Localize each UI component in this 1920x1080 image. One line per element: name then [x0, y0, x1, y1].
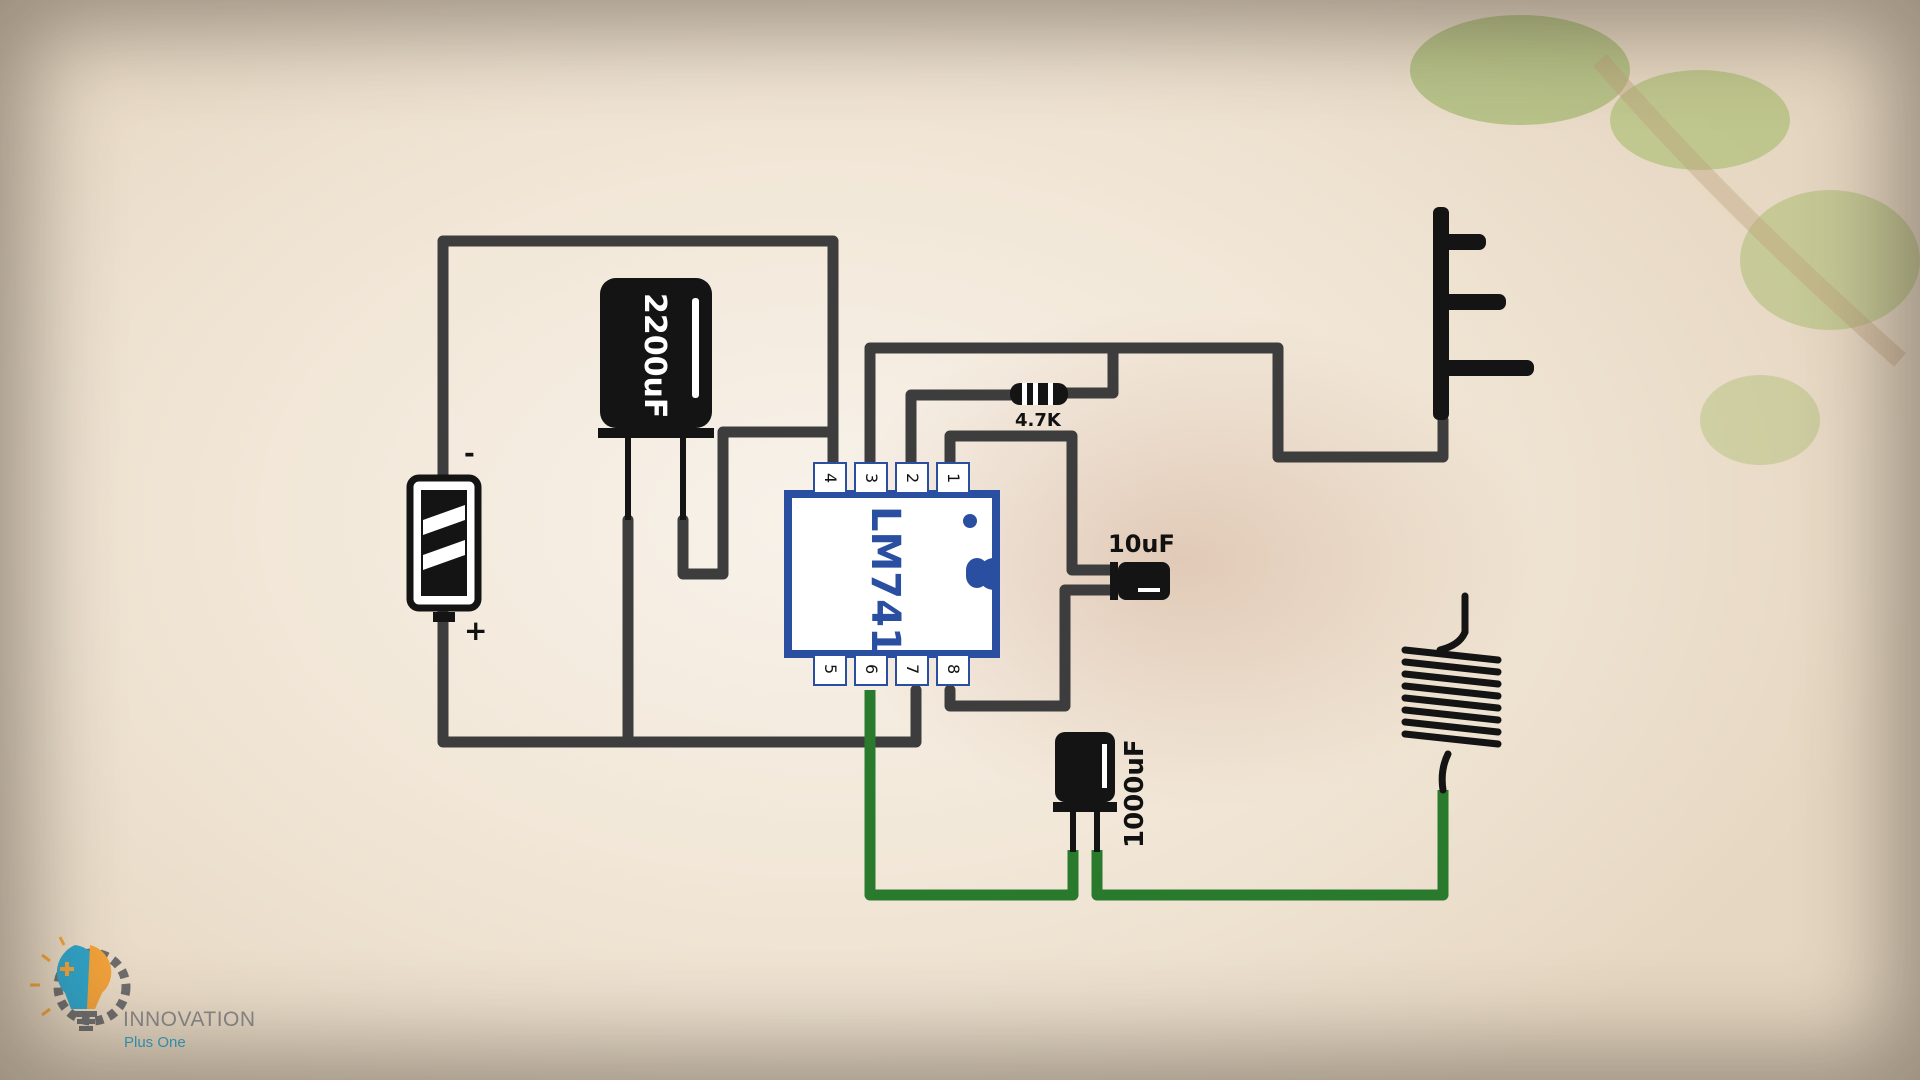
ic-pin-1: 1	[936, 462, 970, 494]
wires	[437, 235, 1449, 748]
leaf-decoration	[1410, 15, 1920, 465]
wire-cap-coil	[1091, 790, 1449, 901]
capacitor-1000uf-label: 1000uF	[1120, 739, 1150, 848]
lightbulb-gear-icon	[30, 936, 131, 1031]
wire-pin8-cap	[944, 584, 1116, 712]
ic-pin-4: 4	[813, 462, 847, 494]
ic-pin-2: 2	[895, 462, 929, 494]
battery-plus-label: +	[464, 614, 487, 647]
ic-lm741: LM741	[784, 490, 1000, 658]
output-wires	[864, 690, 1449, 901]
resistor-4-7k: 4.7K	[1010, 383, 1068, 431]
capacitor-1000uf: 1000uF	[1053, 732, 1150, 852]
wire-pin2-resistor	[905, 389, 1016, 476]
ic-pin-3: 3	[854, 462, 888, 494]
battery: - +	[406, 439, 487, 647]
capacitor-2200uf-label: 2200uF	[637, 293, 672, 418]
wire-top-loop	[437, 235, 839, 486]
wire-pin1-cap	[944, 430, 1116, 576]
capacitor-2200uf: 2200uF	[598, 278, 714, 520]
battery-minus-label: -	[464, 439, 475, 469]
wire-pin3-feedback	[864, 342, 1449, 476]
logo-title: INNOVATION	[123, 1008, 256, 1031]
svg-text:4: 4	[821, 473, 840, 483]
svg-text:8: 8	[944, 664, 963, 674]
wire-pin6-output	[864, 690, 1079, 901]
resistor-label: 4.7K	[1015, 410, 1062, 431]
svg-text:3: 3	[862, 473, 881, 483]
probe-antenna	[1433, 207, 1534, 420]
inductor-coil	[1401, 592, 1502, 794]
logo-subtitle: Plus One	[124, 1034, 186, 1051]
ic-pin-7: 7	[895, 654, 929, 686]
svg-text:5: 5	[821, 664, 840, 674]
ic-pin-6: 6	[854, 654, 888, 686]
wire-cap-minus	[677, 426, 839, 580]
svg-text:2: 2	[903, 473, 922, 483]
brand-logo	[30, 936, 131, 1031]
ic-pins: 4 3 2 1 5 6 7 8	[813, 462, 970, 686]
capacitor-10uf: 10uF	[1108, 530, 1175, 600]
wire-resistor-node	[1059, 342, 1119, 399]
svg-text:7: 7	[903, 664, 922, 674]
ic-pin-8: 8	[936, 654, 970, 686]
ic-label: LM741	[862, 506, 908, 655]
capacitor-10uf-label: 10uF	[1108, 530, 1175, 558]
wire-bottom-return	[437, 606, 922, 748]
ic-pin-5: 5	[813, 654, 847, 686]
svg-text:6: 6	[862, 664, 881, 674]
svg-text:1: 1	[944, 473, 963, 483]
